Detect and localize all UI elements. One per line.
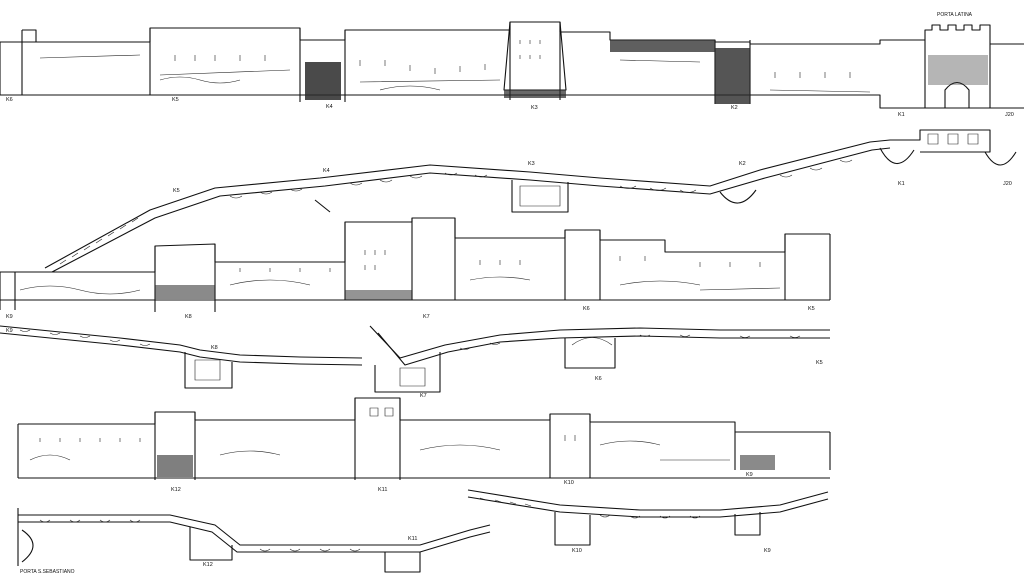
label-r6-k12: K12 <box>203 562 213 568</box>
label-r5-k9: K9 <box>746 472 753 478</box>
label-r2-k1: K1 <box>898 181 905 187</box>
plan-row-4 <box>0 325 830 393</box>
label-r4-k5: K5 <box>816 360 823 366</box>
label-r4-k9: K9 <box>6 328 13 334</box>
label-r3-k7: K7 <box>423 314 430 320</box>
label-r6-k9: K9 <box>764 548 771 554</box>
label-r5-k12: K12 <box>171 487 181 493</box>
label-r6-k11: K11 <box>408 536 417 542</box>
label-r3-k6: K6 <box>583 306 590 312</box>
label-r1-k2: K2 <box>731 105 738 111</box>
elevation-row-5 <box>17 397 831 480</box>
labels: K6 K5 K4 K3 K2 K1 J20 PORTA LATINA K5 K4… <box>6 12 1014 575</box>
label-r1-k3: K3 <box>531 105 538 111</box>
label-r1-k5: K5 <box>172 97 179 103</box>
label-r2-k3: K3 <box>528 161 535 167</box>
label-r2-k5: K5 <box>173 188 180 194</box>
label-r3-k8: K8 <box>185 314 192 320</box>
label-r5-k10: K10 <box>564 480 574 486</box>
label-r1-k1: K1 <box>898 112 905 118</box>
label-r4-k8: K8 <box>211 345 218 351</box>
elevation-row-1 <box>0 21 1024 109</box>
elevation-row-3 <box>0 217 831 312</box>
label-r1-k4: K4 <box>326 104 333 110</box>
label-r6-k10: K10 <box>572 548 582 554</box>
plan-row-2 <box>44 129 1017 273</box>
label-r1-j20: J20 <box>1005 112 1014 118</box>
label-r2-k2: K2 <box>739 161 746 167</box>
label-r1-k6: K6 <box>6 97 13 103</box>
plan-row-6 <box>17 489 829 573</box>
label-r2-j20: J20 <box>1003 181 1012 187</box>
porta-latina-gate <box>924 24 1024 108</box>
label-r2-k4: K4 <box>323 168 330 174</box>
label-r4-k7: K7 <box>420 393 427 399</box>
label-r4-k6: K6 <box>595 376 602 382</box>
label-porta-latina: PORTA LATINA <box>937 12 973 18</box>
label-r5-k11: K11 <box>378 487 387 493</box>
label-porta-s-sebastiano: PORTA S.SEBASTIANO <box>20 569 75 575</box>
label-r3-k5: K5 <box>808 306 815 312</box>
label-r3-k9: K9 <box>6 314 13 320</box>
